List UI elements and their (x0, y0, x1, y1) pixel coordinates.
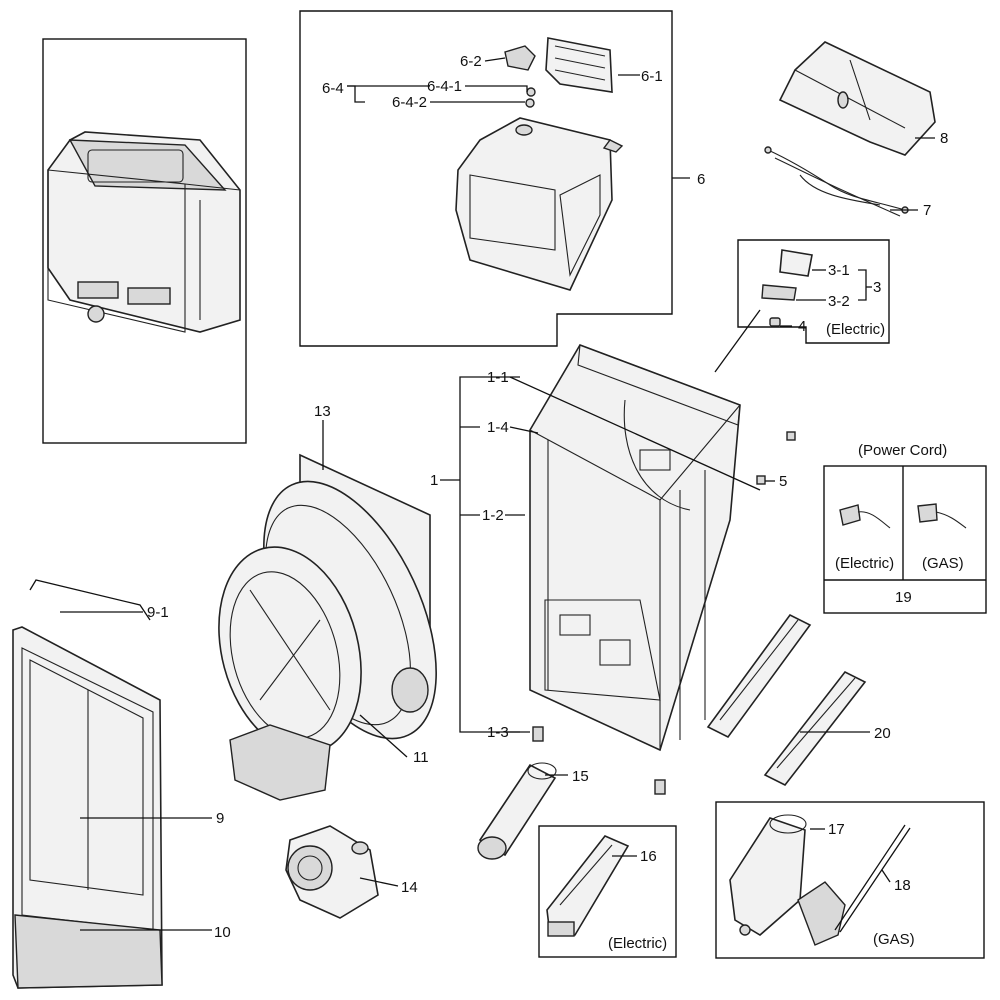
label-14: 14 (401, 879, 418, 896)
label-5: 5 (779, 473, 787, 490)
part6-box (299, 10, 673, 347)
label-17: 17 (828, 821, 845, 838)
label-9-1: 9-1 (147, 604, 169, 621)
sensor-cover-icon (761, 284, 797, 301)
thermostat-icon (769, 317, 781, 327)
label-3-1: 3-1 (828, 262, 850, 279)
gas-burner-icon (729, 814, 911, 946)
part19-box (823, 465, 987, 614)
label-1: 1 (430, 472, 438, 489)
part16-box (538, 825, 677, 958)
label-7: 7 (923, 202, 931, 219)
label-1-1: 1-1 (487, 369, 509, 386)
part-labels: 6-2 6-1 6-4 6-4-1 6-4-2 6 8 7 3-1 3-2 3 … (147, 53, 964, 952)
note-cord-electric: (Electric) (835, 555, 894, 572)
gas-box (715, 801, 985, 959)
fan-motor-icon (285, 825, 379, 919)
label-20: 20 (874, 725, 891, 742)
exhaust-duct-icon (477, 762, 557, 860)
screw-icon (756, 475, 766, 485)
label-9: 9 (216, 810, 224, 827)
label-18: 18 (894, 877, 911, 894)
power-cord-icon (917, 503, 967, 529)
label-1-4: 1-4 (487, 419, 509, 436)
label-1-3: 1-3 (487, 724, 509, 741)
label-3-2: 3-2 (828, 293, 850, 310)
label-6-4: 6-4 (322, 80, 344, 97)
label-8: 8 (940, 130, 948, 147)
overview-box (42, 38, 247, 444)
leader-lines (60, 57, 935, 931)
heater-icon (546, 835, 630, 937)
note-cord-gas: (GAS) (922, 555, 964, 572)
cabinet-frame-icon (529, 344, 741, 752)
leveling-rail-icon (706, 613, 867, 787)
control-panel-icon (778, 41, 936, 156)
control-panel-icon (455, 37, 624, 291)
label-19: 19 (895, 589, 912, 606)
label-6: 6 (697, 171, 705, 188)
label-3: 3 (873, 279, 881, 296)
note-electric-sensor: (Electric) (826, 321, 885, 338)
sensor-board-icon (779, 249, 813, 277)
label-15: 15 (572, 768, 589, 785)
label-16: 16 (640, 848, 657, 865)
label-6-4-1: 6-4-1 (427, 78, 462, 95)
dryer-assembly-icon (47, 131, 241, 333)
label-13: 13 (314, 403, 331, 420)
label-11: 11 (413, 749, 429, 766)
leveling-foot-icon (654, 779, 666, 795)
label-10: 10 (214, 924, 231, 941)
label-4: 4 (798, 318, 806, 335)
part3-box (737, 239, 890, 344)
label-1-2: 1-2 (482, 507, 504, 524)
screw-icon (786, 431, 796, 441)
label-6-4-2: 6-4-2 (392, 94, 427, 111)
power-cord-icon (839, 504, 891, 529)
label-6-1: 6-1 (641, 68, 663, 85)
leveling-foot-icon (532, 726, 544, 742)
note-power-cord-title: (Power Cord) (858, 442, 947, 459)
note-heater-electric: (Electric) (608, 935, 667, 952)
drum-icon (218, 453, 437, 801)
label-6-2: 6-2 (460, 53, 482, 70)
door-icon (12, 579, 163, 989)
note-burner-gas: (GAS) (873, 931, 915, 948)
wire-harness-icon (764, 146, 909, 217)
